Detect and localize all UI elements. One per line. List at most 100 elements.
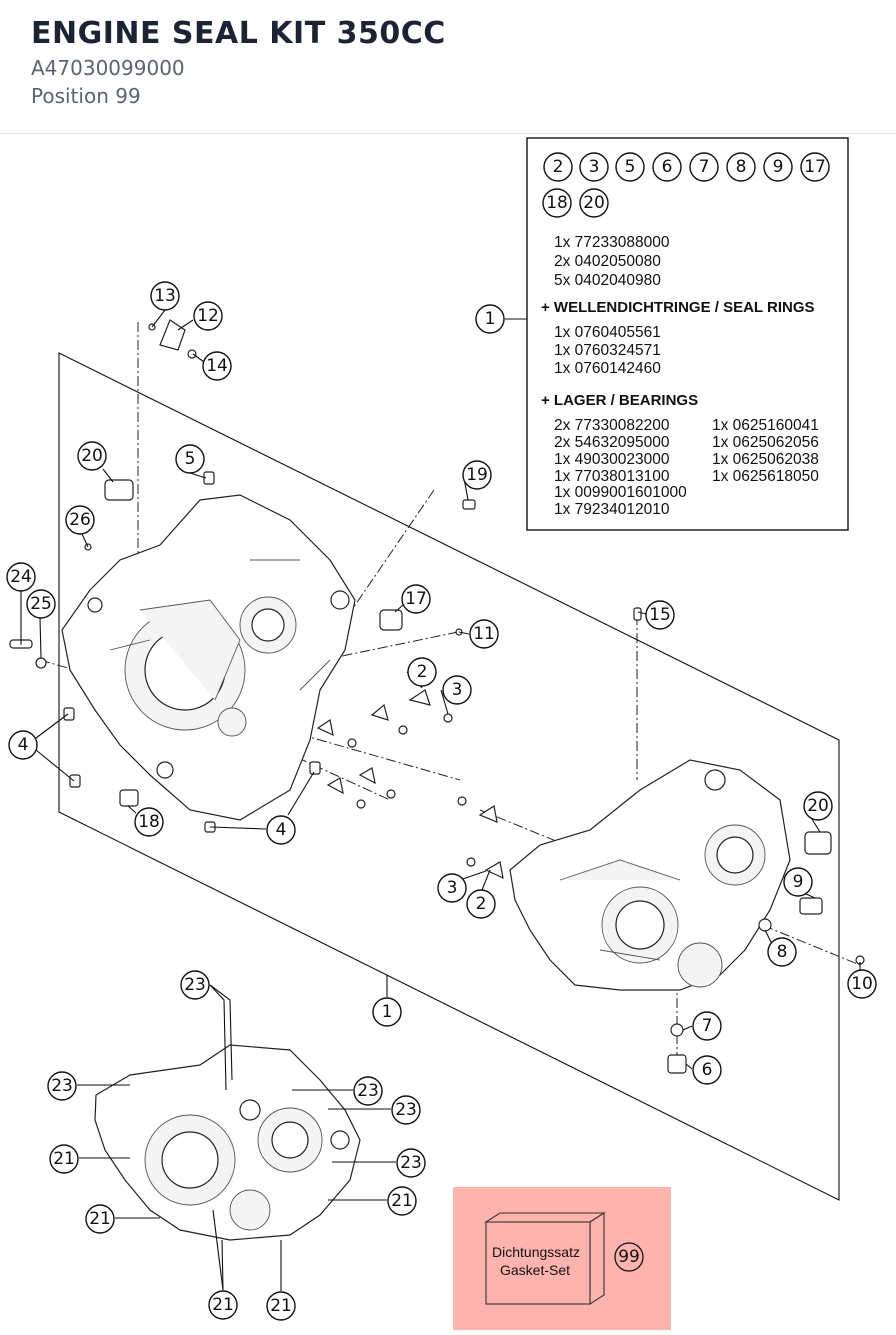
kit-main-callout[interactable]: 1	[475, 304, 505, 334]
svg-text:23: 23	[357, 1081, 379, 1101]
svg-text:23: 23	[400, 1153, 422, 1173]
left-crankcase-half	[61, 494, 356, 821]
svg-text:99: 99	[618, 1247, 640, 1267]
kit-base-item: 2x 0402050080	[554, 253, 661, 270]
svg-text:15: 15	[649, 605, 671, 625]
callout-21-bottom-a[interactable]: 21	[208, 1290, 238, 1320]
callout-13[interactable]: 13	[150, 281, 180, 311]
svg-text:1: 1	[382, 1002, 393, 1022]
callout-1[interactable]: 1	[372, 997, 402, 1027]
seal-ring-item: 1x 0760405561	[554, 324, 661, 341]
callout-4-center[interactable]: 4	[266, 815, 296, 845]
svg-text:13: 13	[154, 286, 176, 306]
callout-7[interactable]: 7	[692, 1011, 722, 1041]
callout-20-right[interactable]: 20	[803, 791, 833, 821]
callout-21-bottom-b[interactable]: 21	[266, 1291, 296, 1321]
callout-9[interactable]: 9	[783, 867, 813, 897]
svg-text:9: 9	[773, 157, 784, 177]
bearing-item: 1x 0099001601000	[554, 484, 687, 501]
svg-text:21: 21	[89, 1209, 111, 1229]
part-number: A47030099000	[31, 56, 185, 80]
gasket-set-box-icon	[484, 1211, 606, 1306]
callout-8[interactable]: 8	[767, 937, 797, 967]
callout-2-upper[interactable]: 2	[407, 657, 437, 687]
small-parts	[9, 319, 865, 1074]
callout-3-upper[interactable]: 3	[442, 675, 472, 705]
callout-19[interactable]: 19	[462, 460, 492, 490]
svg-text:5: 5	[625, 157, 636, 177]
svg-text:20: 20	[81, 446, 103, 466]
kit-callout-row: 2 3 5 6 7 8 9 17 18 20	[542, 152, 830, 218]
callout-3-lower[interactable]: 3	[437, 873, 467, 903]
callout-10[interactable]: 10	[847, 969, 877, 999]
kit-callout: 7	[689, 152, 719, 182]
callout-23-right-a[interactable]: 23	[353, 1076, 383, 1106]
kit-callout: 20	[579, 188, 609, 218]
callout-15[interactable]: 15	[645, 600, 675, 630]
callout-14[interactable]: 14	[202, 351, 232, 381]
svg-text:24: 24	[10, 567, 32, 587]
gasket-set-label-de: Dichtungssatz	[492, 1244, 580, 1260]
callout-5[interactable]: 5	[175, 444, 205, 474]
callout-24[interactable]: 24	[6, 562, 36, 592]
callout-23-left[interactable]: 23	[47, 1071, 77, 1101]
svg-text:12: 12	[197, 306, 219, 326]
svg-text:8: 8	[736, 157, 747, 177]
svg-text:7: 7	[702, 1016, 713, 1036]
svg-text:25: 25	[30, 594, 52, 614]
callout-25[interactable]: 25	[26, 589, 56, 619]
callout-20-left[interactable]: 20	[77, 441, 107, 471]
svg-text:19: 19	[466, 465, 488, 485]
svg-text:3: 3	[452, 680, 463, 700]
seal-ring-item: 1x 0760142460	[554, 360, 661, 377]
kit-base-item: 1x 77233088000	[554, 234, 670, 251]
svg-text:23: 23	[184, 975, 206, 995]
kit-contents-box	[526, 137, 849, 531]
callout-21-right[interactable]: 21	[387, 1186, 417, 1216]
callout-99[interactable]: 99	[614, 1242, 644, 1272]
svg-text:21: 21	[53, 1149, 75, 1169]
position-label: Position 99	[31, 84, 141, 108]
seal-rings-heading: + WELLENDICHTRINGE / SEAL RINGS	[541, 299, 815, 316]
svg-text:11: 11	[473, 624, 495, 644]
callout-12[interactable]: 12	[193, 301, 223, 331]
callout-4-left[interactable]: 4	[8, 730, 38, 760]
kit-callout: 17	[800, 152, 830, 182]
svg-text:20: 20	[807, 796, 829, 816]
svg-text:6: 6	[702, 1060, 713, 1080]
svg-text:2: 2	[417, 662, 428, 682]
svg-text:2: 2	[476, 894, 487, 914]
callout-26[interactable]: 26	[65, 505, 95, 535]
callout-18[interactable]: 18	[134, 807, 164, 837]
assembled-crankcase-view	[94, 1044, 361, 1241]
svg-text:9: 9	[793, 872, 804, 892]
bearings-heading: + LAGER / BEARINGS	[541, 392, 698, 409]
svg-text:20: 20	[583, 193, 605, 213]
bearing-item: 1x 79234012010	[554, 501, 670, 518]
page-header: ENGINE SEAL KIT 350CC A47030099000 Posit…	[0, 0, 896, 134]
callout-23-top[interactable]: 23	[180, 970, 210, 1000]
bearing-item: 1x 77038013100	[554, 468, 670, 485]
bearing-item: 2x 54632095000	[554, 434, 670, 451]
callout-23-right-c[interactable]: 23	[396, 1148, 426, 1178]
kit-callout: 5	[615, 152, 645, 182]
callout-23-right-b[interactable]: 23	[391, 1095, 421, 1125]
svg-text:18: 18	[138, 812, 160, 832]
svg-text:2: 2	[553, 157, 564, 177]
callout-21-left[interactable]: 21	[49, 1144, 79, 1174]
callout-17[interactable]: 17	[401, 584, 431, 614]
gasket-set-label-en: Gasket-Set	[500, 1262, 570, 1278]
svg-text:7: 7	[699, 157, 710, 177]
callout-2-lower[interactable]: 2	[466, 889, 496, 919]
svg-text:4: 4	[276, 820, 287, 840]
svg-text:17: 17	[405, 589, 427, 609]
callout-21-lower-left[interactable]: 21	[85, 1204, 115, 1234]
kit-callout: 2	[543, 152, 573, 182]
callout-6[interactable]: 6	[692, 1055, 722, 1085]
kit-callout: 18	[542, 188, 572, 218]
svg-text:10: 10	[851, 974, 873, 994]
svg-text:18: 18	[546, 193, 568, 213]
callout-11[interactable]: 11	[469, 619, 499, 649]
svg-text:5: 5	[185, 449, 196, 469]
